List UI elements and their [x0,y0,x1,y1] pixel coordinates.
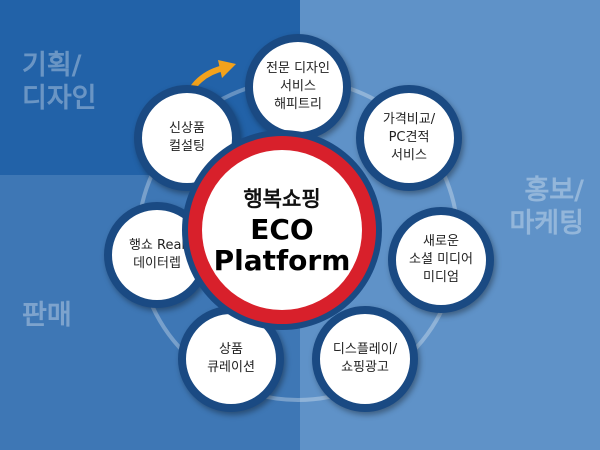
hub-circle: 행복쇼핑 ECO Platform [182,130,382,330]
node-social-media: 새로운 소셜 미디어 미디엄 [388,207,494,313]
node-design-service-label: 전문 디자인 서비스 해피트리 [266,61,330,112]
node-curation-label: 상품 큐레이션 [207,342,255,375]
node-display-ads-label: 디스플레이/ 쇼핑광고 [332,342,398,375]
hub-red-ring: 행복쇼핑 ECO Platform [188,136,376,324]
node-real-data-label: 행쇼 Real 데이터렙 [128,238,186,271]
hub-line-platform: Platform [213,244,351,277]
node-price-compare: 가격비교/ PC견적 서비스 [356,85,462,191]
hub-title: 행복쇼핑 [243,187,321,212]
node-display-ads: 디스플레이/ 쇼핑광고 [312,306,418,412]
hub-center: 행복쇼핑 ECO Platform [202,150,362,310]
sales-label: 판매 [22,300,72,331]
node-new-product-label: 신상품 컬설팅 [169,121,205,154]
node-design-service: 전문 디자인 서비스 해피트리 [245,34,351,140]
marketing-label: 홍보/ 마케팅 [509,175,584,239]
node-social-media-label: 새로운 소셜 미디어 미디엄 [409,234,473,285]
planning-label: 기획/ 디자인 [22,50,97,114]
hub-line-eco: ECO [250,213,314,247]
node-price-compare-label: 가격비교/ PC견적 서비스 [382,112,436,163]
